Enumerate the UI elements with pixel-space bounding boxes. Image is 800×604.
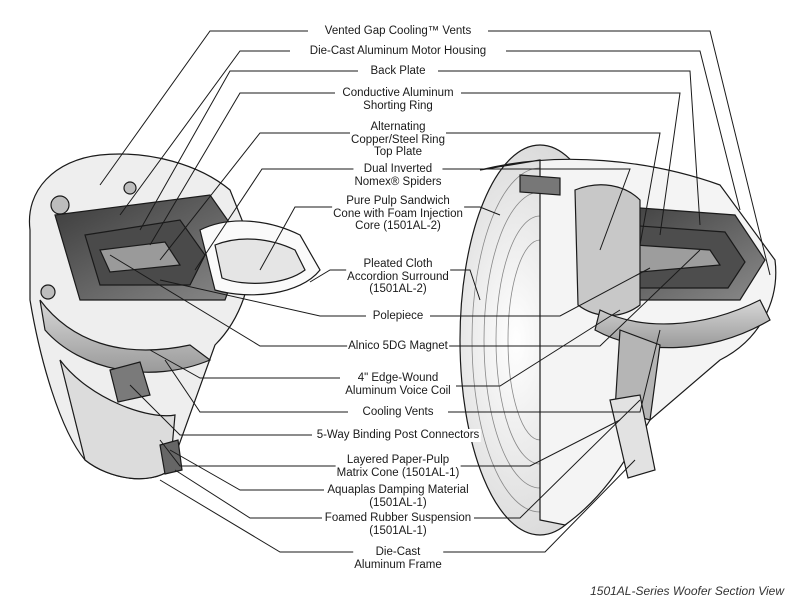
callout-label-line: Cooling Vents	[362, 406, 434, 418]
leader-line	[259, 206, 345, 271]
leader-line	[159, 279, 366, 317]
leader-line	[430, 267, 651, 317]
callout-label-line: Foamed Rubber Suspension	[324, 512, 472, 524]
leader-line	[446, 269, 481, 301]
leader-line	[438, 70, 701, 226]
leader-line	[129, 384, 312, 436]
callout-label-line: Pure Pulp Sandwich	[346, 195, 450, 207]
leader-line	[474, 399, 641, 519]
callout-label-line: Polepiece	[372, 310, 424, 322]
leader-line	[461, 92, 681, 236]
leader-line	[456, 419, 621, 467]
left-woofer	[28, 153, 321, 480]
leader-line	[164, 359, 348, 413]
callout-label-line: Die-Cast	[375, 546, 421, 558]
leader-line	[506, 50, 741, 211]
callout-label-line: Nomex® Spiders	[354, 175, 442, 188]
leader-line	[194, 168, 360, 271]
callout-label: Alnico 5DG Magnet	[347, 340, 449, 353]
callout-label: Vented Gap Cooling™ Vents	[323, 25, 473, 38]
callout-label-line: Shorting Ring	[363, 99, 433, 112]
callout-label: 5-Way Binding Post Connectors	[315, 429, 481, 442]
callout-label: Cooling Vents	[361, 406, 435, 419]
leader-line	[139, 70, 358, 231]
callout-label-line: Aluminum Voice Coil	[345, 384, 451, 397]
leader-line	[456, 309, 621, 387]
callout-label-line: Die-Cast Aluminum Motor Housing	[309, 45, 487, 57]
callout-label-line: Accordion Surround	[347, 270, 449, 283]
callout-label-line: Top Plate	[374, 146, 422, 158]
leader-lines	[99, 30, 771, 553]
leader-line	[99, 30, 308, 186]
callout-label-line: Vented Gap Cooling™ Vents	[324, 25, 472, 37]
callout-label-line: (1501AL-1)	[369, 496, 427, 509]
callout-label-line: Conductive Aluminum	[342, 87, 454, 99]
leader-line	[149, 349, 340, 379]
callout-label: Die-Cast Aluminum Motor Housing	[308, 45, 488, 58]
leader-line	[309, 269, 350, 283]
callout-label-line: Back Plate	[370, 65, 426, 77]
leader-line	[109, 254, 348, 347]
right-woofer	[459, 144, 777, 536]
callout-label: Foamed Rubber Suspension(1501AL-1)	[323, 512, 473, 537]
callout-label-line: Aluminum Frame	[354, 558, 442, 571]
callout-label-line: (1501AL-2)	[369, 283, 427, 295]
callout-label-line: Alternating	[370, 121, 426, 133]
leader-line	[159, 132, 350, 261]
leader-line	[119, 50, 290, 216]
callout-label-line: Aquaplas Damping Material	[327, 484, 469, 496]
leader-line	[159, 439, 340, 467]
leader-line	[448, 329, 661, 413]
callout-label-line: Pleated Cloth	[363, 258, 433, 270]
leader-line	[446, 132, 661, 246]
callout-label-line: Copper/Steel Ring	[351, 133, 445, 146]
callout-label: Back Plate	[369, 65, 427, 78]
callout-label: Aquaplas Damping Material(1501AL-1)	[326, 484, 470, 509]
leader-line	[436, 168, 631, 251]
callout-label-line: Alnico 5DG Magnet	[348, 340, 448, 352]
leader-line	[448, 249, 701, 347]
callout-label-line: Core (1501AL-2)	[355, 220, 441, 232]
leader-line	[488, 30, 771, 276]
callout-label-line: Matrix Cone (1501AL-1)	[336, 466, 460, 479]
callout-label-line: Layered Paper-Pulp	[346, 454, 450, 466]
callout-label-line: Dual Inverted	[363, 163, 433, 175]
leader-line	[440, 459, 636, 553]
callout-label: Polepiece	[371, 310, 425, 323]
leader-line	[174, 469, 322, 519]
leader-line	[159, 479, 356, 553]
callout-label-line: 5-Way Binding Post Connectors	[316, 429, 480, 441]
leader-line	[169, 449, 324, 491]
callout-label-line: (1501AL-1)	[369, 524, 427, 537]
figure-caption: 1501AL-Series Woofer Section View	[590, 584, 784, 598]
callout-label-line: 4" Edge-Wound	[357, 372, 439, 384]
callout-label-line: Cone with Foam Injection	[333, 207, 463, 220]
leader-line	[149, 92, 335, 246]
